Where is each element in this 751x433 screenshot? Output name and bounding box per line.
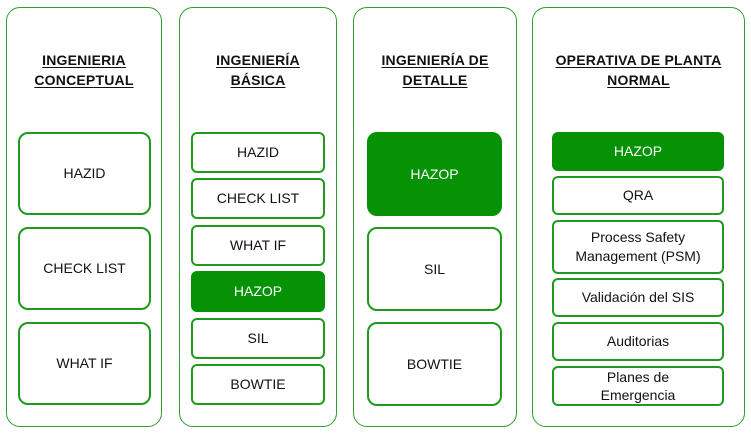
column-ingenieria-basica: INGENIERÍA BÁSICA HAZID CHECK LIST WHAT …	[179, 7, 337, 427]
column-title-line: INGENIERÍA	[216, 52, 300, 68]
column-title: INGENIERIA CONCEPTUAL	[7, 50, 161, 90]
step-box-qra: QRA	[552, 176, 724, 215]
step-label: HAZID	[63, 165, 106, 181]
step-label-line: Process Safety	[590, 229, 686, 245]
step-label: CHECK LIST	[216, 190, 300, 206]
column-title-line: DETALLE	[402, 72, 468, 88]
column-title: OPERATIVA DE PLANTA NORMAL	[533, 50, 744, 90]
step-box-what-if: WHAT IF	[18, 322, 151, 405]
step-label: WHAT IF	[229, 237, 287, 253]
column-title-line: INGENIERIA	[42, 52, 126, 68]
step-box-psm: Process Safety Management (PSM)	[552, 220, 724, 274]
step-box-what-if: WHAT IF	[191, 225, 325, 266]
column-title: INGENIERÍA DE DETALLE	[354, 50, 516, 90]
column-title-line: OPERATIVA DE PLANTA	[555, 52, 722, 68]
column-title-line: INGENIERÍA DE	[381, 52, 489, 68]
step-label-line: Planes de	[606, 369, 670, 385]
step-box-hazid: HAZID	[191, 132, 325, 173]
step-label: Validación del SIS	[581, 289, 695, 305]
step-box-hazid: HAZID	[18, 132, 151, 215]
column-title-line: NORMAL	[607, 72, 670, 88]
column-ingenieria-conceptual: INGENIERIA CONCEPTUAL HAZID CHECK LIST W…	[6, 7, 162, 427]
step-label-line: Management (PSM)	[575, 248, 701, 264]
column-title-line: CONCEPTUAL	[34, 72, 134, 88]
step-label: HAZOP	[613, 143, 663, 159]
step-label: QRA	[622, 187, 654, 203]
step-box-validacion-sis: Validación del SIS	[552, 278, 724, 317]
step-label: CHECK LIST	[43, 260, 126, 276]
step-label: HAZID	[237, 144, 279, 160]
step-label-line: Emergencia	[600, 387, 676, 403]
step-box-hazop: HAZOP	[367, 132, 502, 216]
step-box-sil: SIL	[367, 227, 502, 311]
step-box-bowtie: BOWTIE	[191, 364, 325, 405]
step-box-hazop: HAZOP	[191, 271, 325, 312]
column-operativa-planta: OPERATIVA DE PLANTA NORMAL HAZOP QRA Pro…	[532, 7, 745, 427]
column-ingenieria-detalle: INGENIERÍA DE DETALLE HAZOP SIL BOWTIE	[353, 7, 517, 427]
step-box-bowtie: BOWTIE	[367, 322, 502, 406]
step-label: HAZOP	[233, 283, 283, 299]
step-box-sil: SIL	[191, 318, 325, 359]
step-box-planes-emergencia: Planes de Emergencia	[552, 366, 724, 406]
step-label: WHAT IF	[56, 355, 113, 371]
step-box-check-list: CHECK LIST	[18, 227, 151, 310]
step-label: Auditorias	[606, 333, 670, 349]
step-label: SIL	[423, 260, 445, 277]
step-label: SIL	[247, 330, 269, 346]
step-label: HAZOP	[410, 165, 459, 182]
step-label: BOWTIE	[406, 355, 463, 372]
step-box-check-list: CHECK LIST	[191, 178, 325, 219]
column-title: INGENIERÍA BÁSICA	[180, 50, 336, 90]
step-box-auditorias: Auditorias	[552, 322, 724, 361]
column-title-line: BÁSICA	[230, 72, 286, 88]
step-box-hazop: HAZOP	[552, 132, 724, 171]
step-label: BOWTIE	[230, 376, 286, 392]
